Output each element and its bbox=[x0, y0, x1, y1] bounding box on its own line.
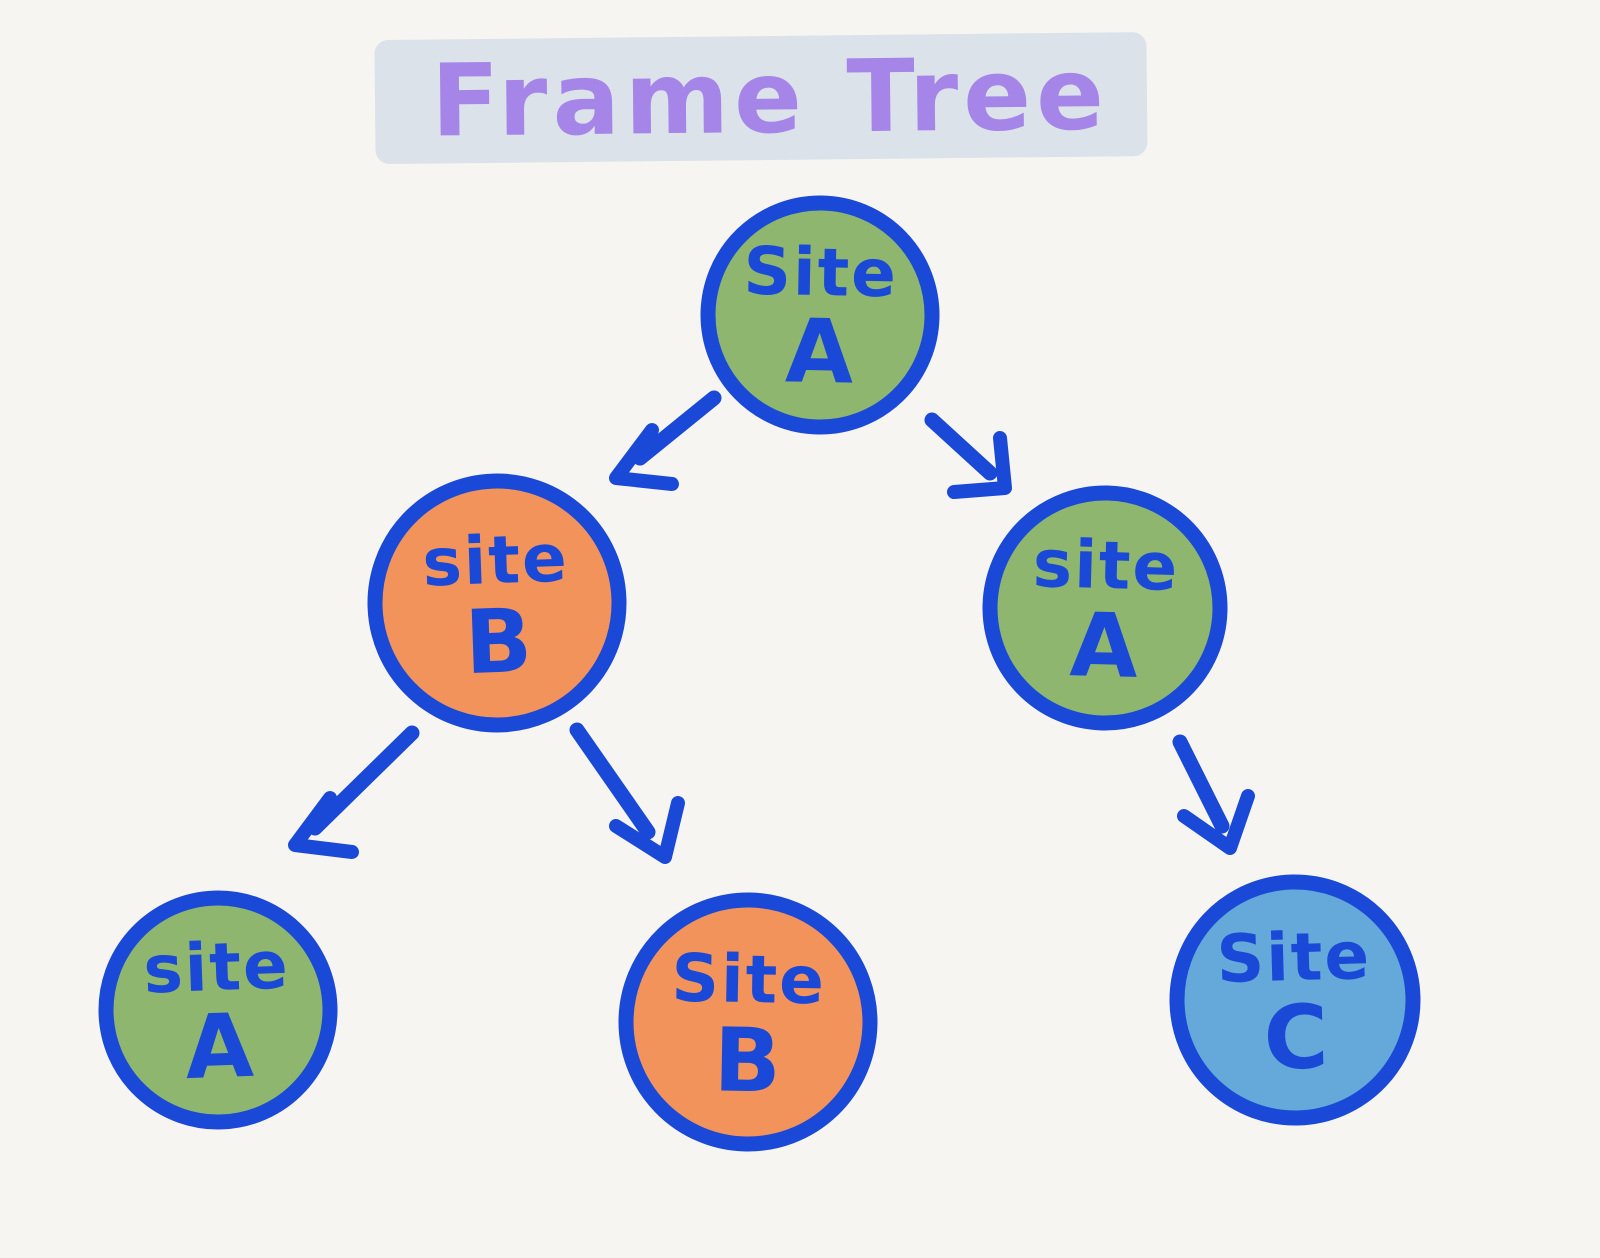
title-highlight bbox=[374, 32, 1148, 164]
edges bbox=[288, 390, 1255, 864]
node-mid-site-a-circle bbox=[982, 485, 1228, 731]
title-group: Frame Tree bbox=[374, 32, 1148, 164]
node-bottom-site-c-letter: C bbox=[1262, 985, 1329, 1090]
node-bottom-site-b-circle bbox=[618, 892, 878, 1152]
node-mid-site-a-word: site bbox=[1032, 525, 1180, 606]
node-root-site-a-circle bbox=[700, 195, 940, 435]
node-bottom-site-b-letter: B bbox=[713, 1008, 782, 1112]
node-bottom-site-c-word: Site bbox=[1216, 917, 1372, 998]
node-root-site-a-letter: A bbox=[784, 299, 854, 403]
node-mid-site-b-circle bbox=[367, 473, 627, 733]
node-bottom-site-a-word: site bbox=[142, 926, 291, 1008]
diagram-title: Frame Tree bbox=[431, 35, 1110, 159]
node-mid-site-b-letter: B bbox=[463, 589, 534, 694]
node-bottom-site-c: Site C bbox=[1169, 874, 1421, 1126]
node-root-site-a: Site A bbox=[700, 195, 940, 435]
edge-root-to-site-b bbox=[609, 390, 722, 491]
edge-site-a-to-site-c bbox=[1172, 734, 1255, 855]
node-bottom-site-c-circle bbox=[1169, 874, 1421, 1126]
node-root-site-a-word: Site bbox=[743, 233, 899, 313]
node-bottom-site-b-word: Site bbox=[671, 940, 827, 1020]
node-mid-site-a: site A bbox=[982, 485, 1228, 731]
node-bottom-site-a-letter: A bbox=[183, 994, 255, 1099]
edge-site-b-to-bottom-site-a bbox=[288, 725, 420, 859]
node-mid-site-a-letter: A bbox=[1069, 593, 1140, 698]
node-bottom-site-b: Site B bbox=[618, 892, 878, 1152]
node-bottom-site-a-circle bbox=[98, 890, 338, 1130]
edge-site-b-to-bottom-site-b bbox=[569, 722, 685, 864]
edge-root-to-site-a bbox=[924, 412, 1012, 499]
node-bottom-site-a: site A bbox=[98, 890, 338, 1130]
node-mid-site-b-word: site bbox=[421, 519, 570, 601]
node-mid-site-b: site B bbox=[367, 473, 627, 733]
